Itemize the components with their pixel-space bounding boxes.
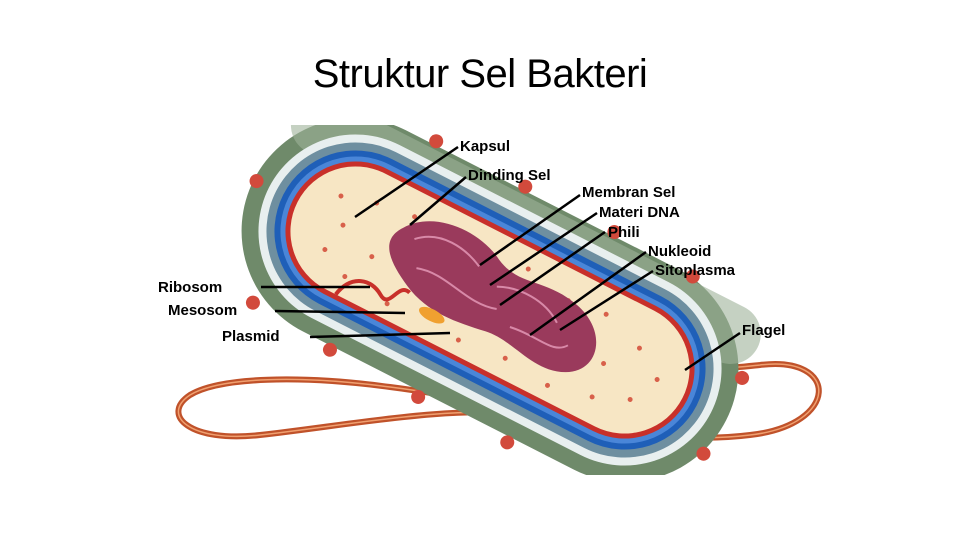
label-membran-sel: Membran Sel xyxy=(582,184,675,201)
label-sitoplasma: Sitoplasma xyxy=(655,262,736,279)
leader-lines xyxy=(261,145,741,372)
label-dinding-sel: Dinding Sel xyxy=(468,167,551,184)
label-ribosom: Ribosom xyxy=(158,279,222,296)
pili xyxy=(245,134,750,461)
plasmid xyxy=(418,306,445,324)
label-phili: Phili xyxy=(608,224,640,241)
bacteria-illustration: Kapsul Dinding Sel Membran Sel Materi DN… xyxy=(158,125,822,475)
label-flagel: Flagel xyxy=(742,322,785,339)
label-mesosom: Mesosom xyxy=(168,302,237,319)
label-nukleoid: Nukleoid xyxy=(648,243,711,260)
bacteria-diagram: Kapsul Dinding Sel Membran Sel Materi DN… xyxy=(150,125,850,475)
mesosome xyxy=(334,279,411,302)
label-plasmid: Plasmid xyxy=(222,328,280,345)
slide-title: Struktur Sel Bakteri xyxy=(312,52,648,96)
label-kapsul: Kapsul xyxy=(460,138,510,155)
label-materi-dna: Materi DNA xyxy=(599,204,680,221)
nucleoid xyxy=(389,221,597,373)
